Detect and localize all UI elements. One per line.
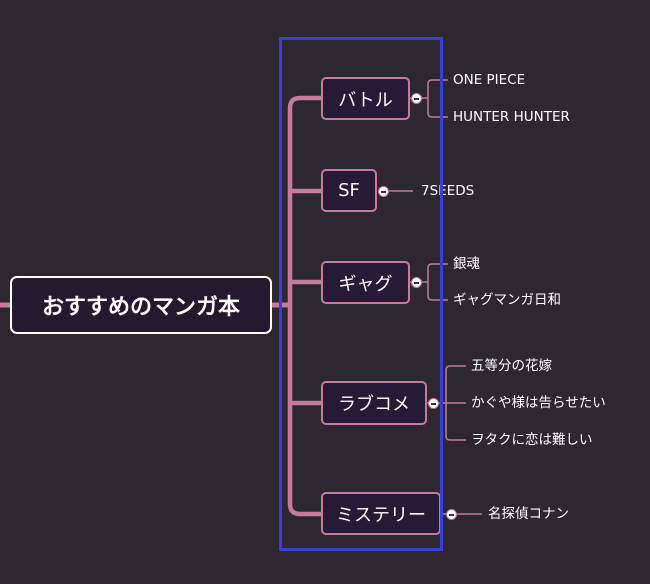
category-label: SF [338,180,360,201]
collapse-toggle-romcom[interactable] [428,398,439,409]
collapse-toggle-mystery[interactable] [446,509,457,520]
category-label: ギャグ [338,273,393,295]
category-node-gag[interactable]: ギャグ [321,261,410,304]
category-label: ミステリー [336,504,426,526]
leaf-node[interactable]: ギャグマンガ日和 [453,292,561,308]
root-label: おすすめのマンガ本 [41,295,240,320]
category-label: ラブコメ [338,394,410,415]
collapse-toggle-sf[interactable] [378,186,389,197]
leaf-node[interactable]: 7SEEDS [421,183,475,199]
category-label: バトル [338,89,393,111]
leaf-node[interactable]: かぐや様は告らせたい [471,395,606,411]
category-node-romcom[interactable]: ラブコメ [321,381,427,425]
category-node-mystery[interactable]: ミステリー [321,492,441,535]
leaf-node[interactable]: ヲタクに恋は難しい [471,432,593,448]
collapse-toggle-gag[interactable] [411,277,422,288]
leaf-node[interactable]: ONE PIECE [453,72,526,88]
category-node-battle[interactable]: バトル [321,77,410,120]
leaf-node[interactable]: 名探偵コナン [488,506,569,522]
selection-box [279,37,443,551]
leaf-node[interactable]: 五等分の花嫁 [471,358,552,374]
category-node-sf[interactable]: SF [321,169,377,212]
root-node[interactable]: おすすめのマンガ本 [10,276,272,334]
leaf-node[interactable]: 銀魂 [453,256,480,272]
leaf-node[interactable]: HUNTER HUNTER [453,109,570,125]
collapse-toggle-battle[interactable] [411,93,422,104]
